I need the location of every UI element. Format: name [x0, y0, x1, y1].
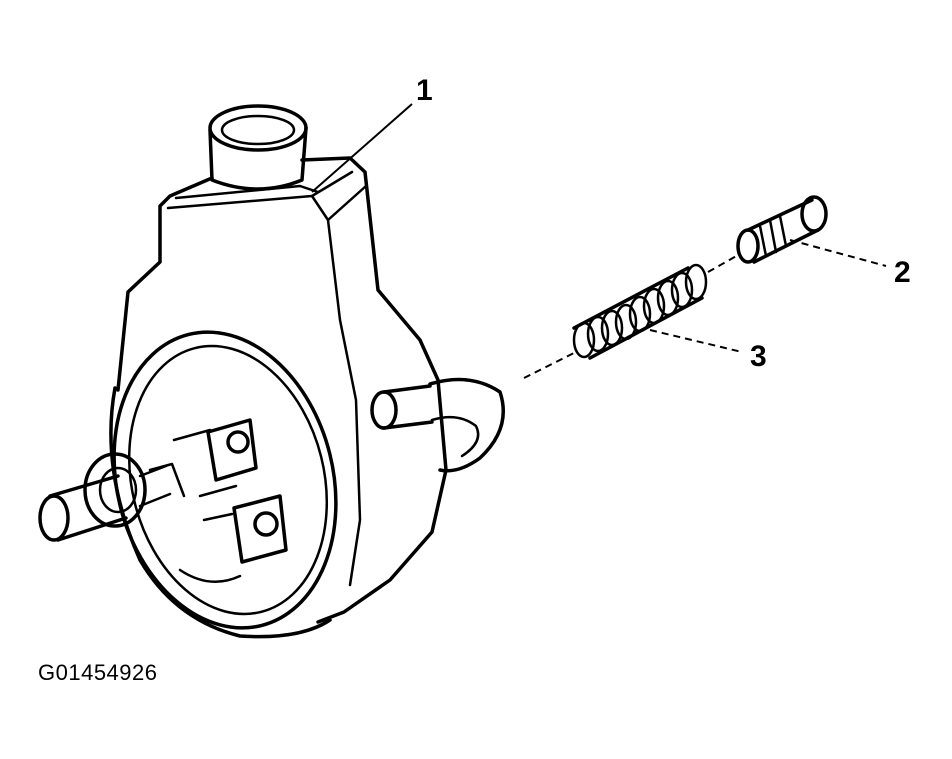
outlet-fitting [370, 377, 505, 473]
power-steering-pump [38, 104, 505, 639]
filler-neck [208, 104, 308, 191]
leader-line-3 [649, 329, 743, 353]
mounting-boss-upper [206, 418, 258, 482]
reservoir-housing [116, 156, 448, 624]
centerline-leader [523, 253, 741, 379]
drive-shaft [38, 452, 172, 542]
callout-label-1: 1 [416, 74, 433, 107]
callout-label-2: 2 [894, 256, 911, 289]
front-cover [109, 330, 338, 639]
leader-line-1 [311, 103, 413, 193]
callout-label-3: 3 [750, 340, 767, 373]
flow-control-spring [572, 263, 708, 360]
figure-id: G01454926 [38, 660, 158, 685]
leader-line-2 [789, 239, 887, 267]
leader-lines [311, 103, 887, 379]
flow-control-valve-fitting [736, 195, 828, 264]
mounting-boss-lower [148, 428, 288, 583]
